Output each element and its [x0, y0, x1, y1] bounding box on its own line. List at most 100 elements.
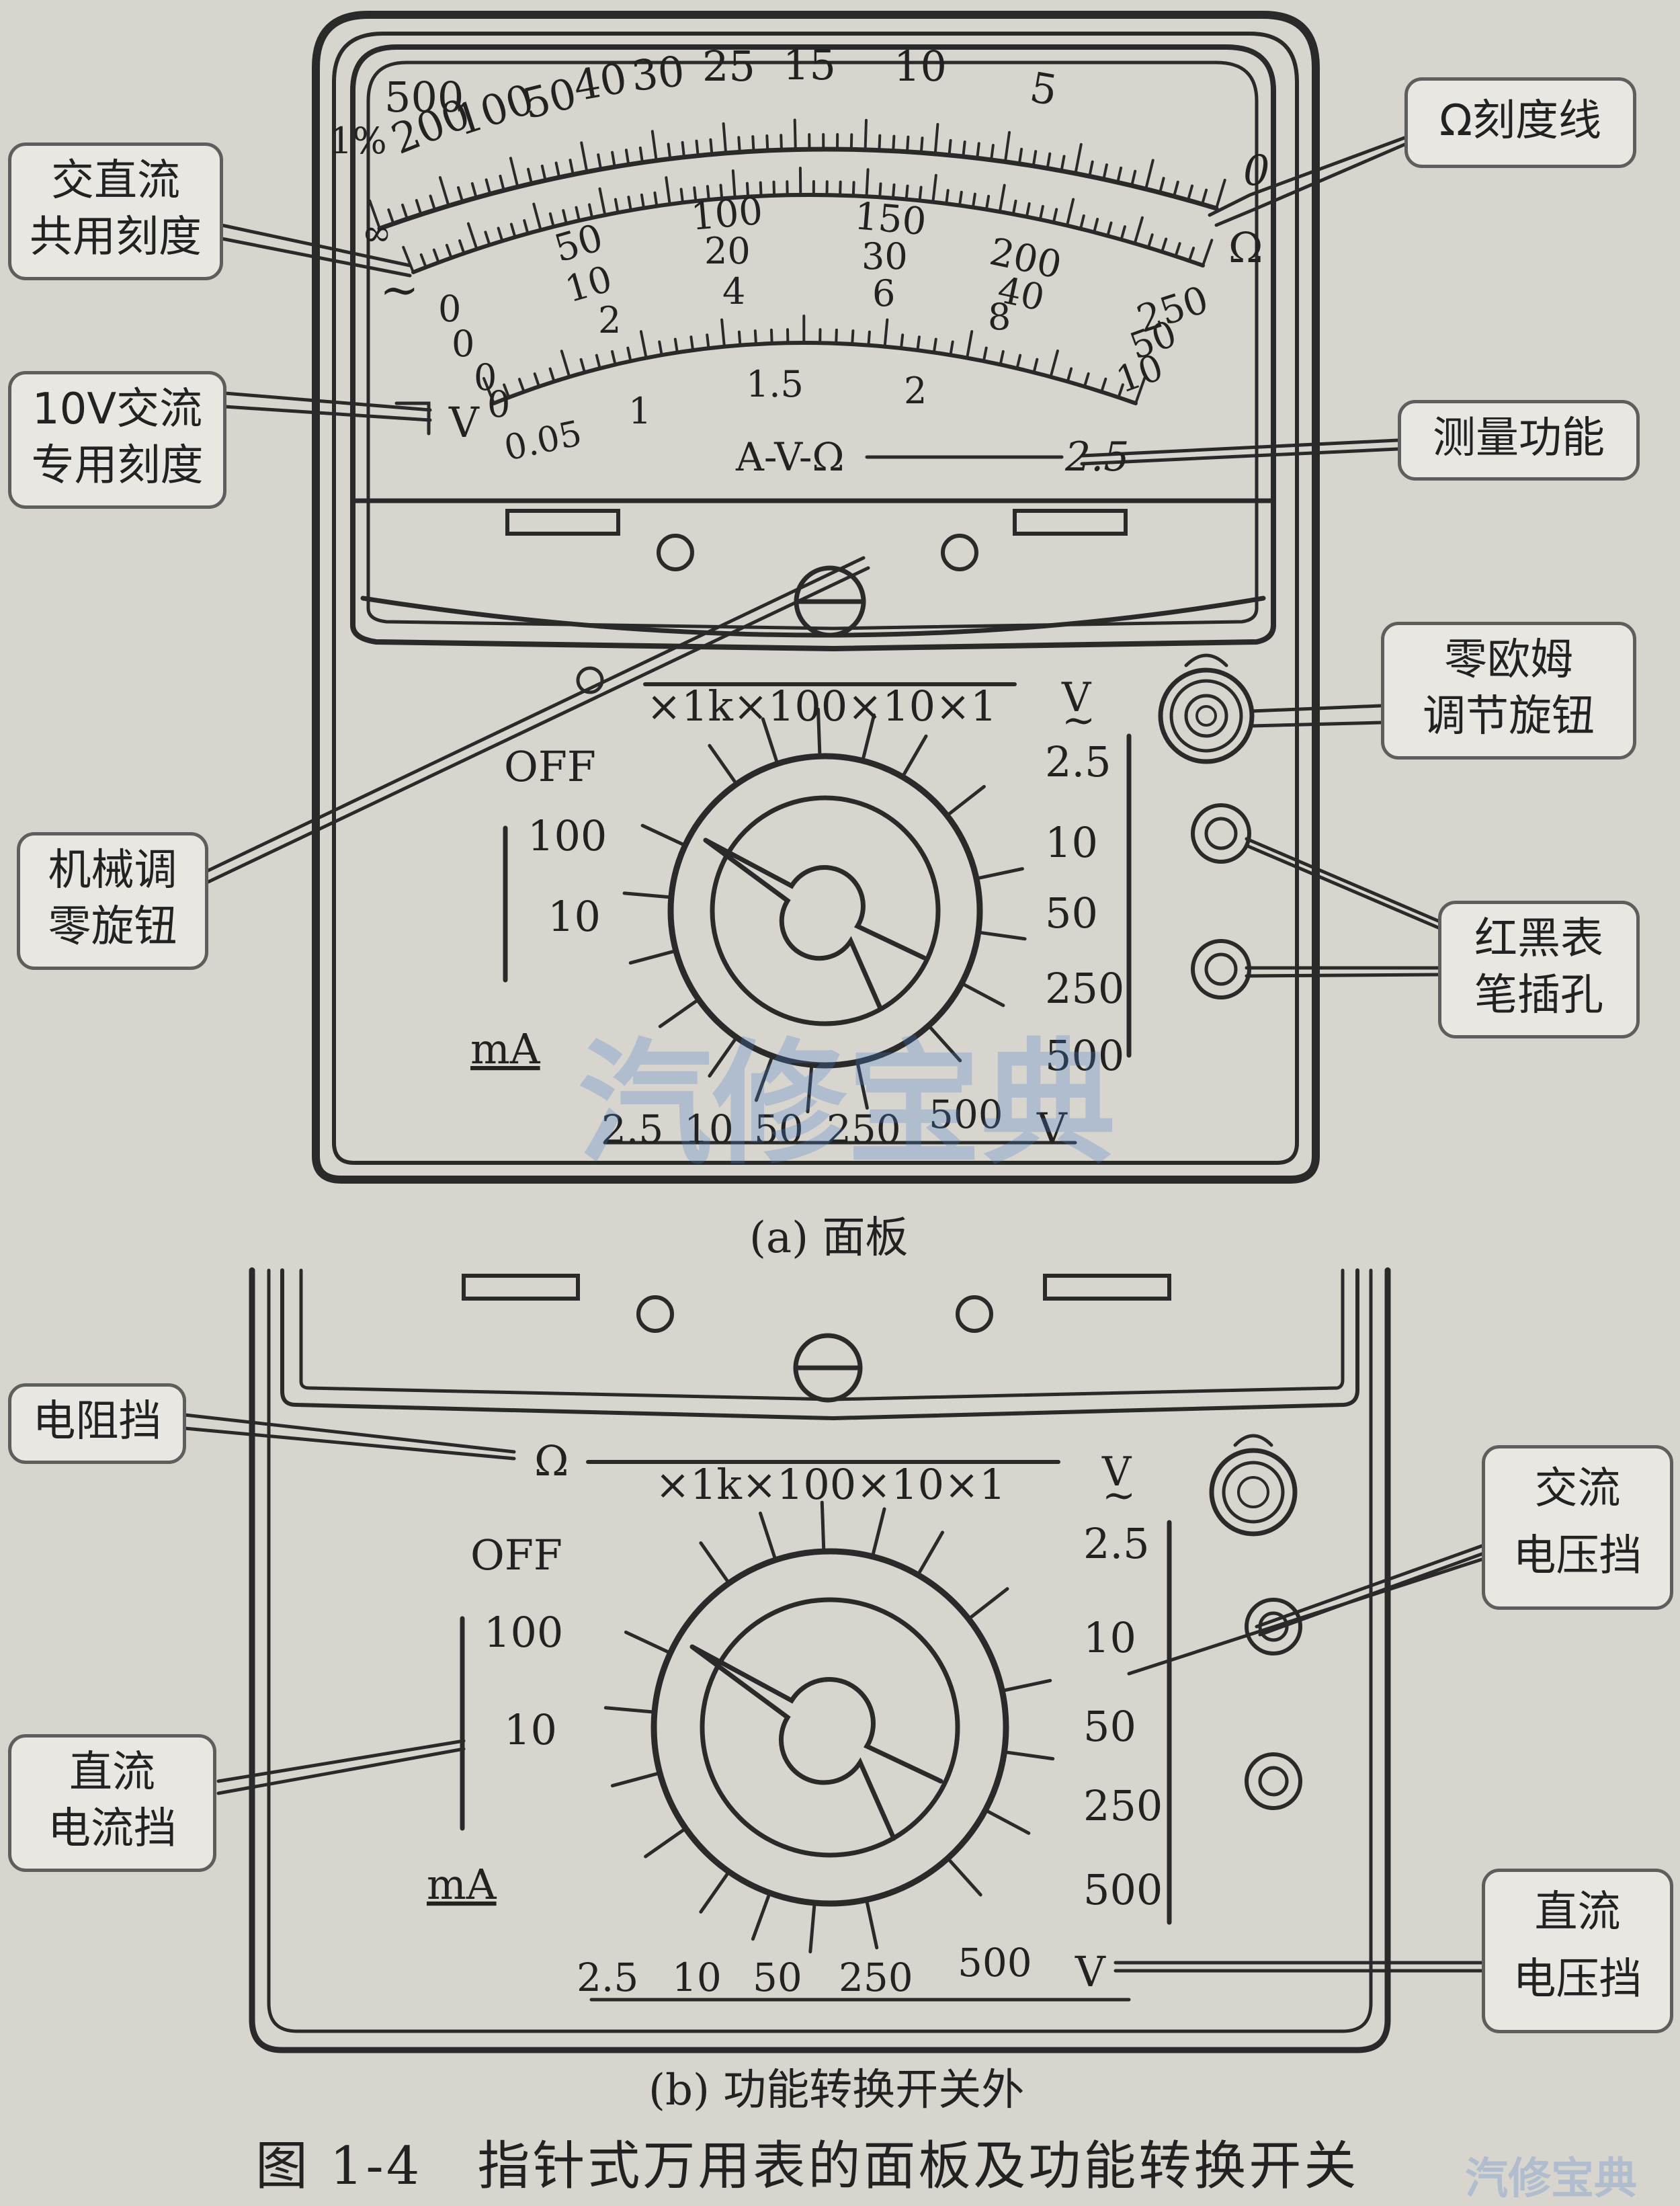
common-tick-label: 30 [862, 235, 908, 278]
leader-lines [183, 136, 1484, 1973]
dcv-range-label-b: 250 [839, 1955, 913, 2000]
annotation-text: 笔插孔 [1474, 971, 1603, 1020]
annotation-text: 交直流 [51, 156, 180, 206]
annotation-text: 零欧姆 [1444, 635, 1573, 685]
common-tick-label: 4 [722, 270, 745, 313]
probe-jack-red[interactable] [1191, 803, 1251, 864]
annotation-text: 测量功能 [1433, 413, 1605, 463]
probe-jack-black[interactable] [1191, 939, 1251, 999]
annotation-zero-ohm-knob: 零欧姆 调节旋钮 [1381, 622, 1636, 760]
caption-panel-b: (b) 功能转换开关外 [648, 2066, 1025, 2115]
dcv-range-label: 50 [754, 1106, 804, 1152]
dcv-range-label: 250 [827, 1106, 901, 1152]
acv-range-label-b: 10 [1083, 1613, 1136, 1662]
acv-range-label: 500 [1045, 1031, 1124, 1080]
common-tick-label: 2 [598, 299, 621, 341]
dcv-range-label-b: 500 [958, 1940, 1032, 1986]
ohm-tick-label: 0 [1243, 146, 1269, 195]
ohm-tick-label: 10 [894, 42, 947, 91]
dcv-unit-label-b: V [1075, 1947, 1106, 1996]
acv-range-label-b: 50 [1083, 1702, 1136, 1751]
acv-range-label: 50 [1045, 889, 1098, 938]
zero-label: 0 [438, 288, 461, 330]
ohm-tick-label: 30 [629, 46, 687, 101]
ma-range-label: 100 [528, 811, 607, 860]
annotation-dc-voltage-range: 直流 电压挡 [1482, 1869, 1673, 2033]
acv-range-label-b: 250 [1083, 1781, 1163, 1830]
annotation-text: 电压挡 [1513, 1955, 1642, 2004]
ohm-scale-arc [368, 118, 1226, 231]
range-label: 2.5 [1064, 434, 1129, 481]
ac10v-tick-label: 2 [904, 370, 927, 412]
annotation-text: 机械调 [48, 846, 177, 895]
watermark-main: 汽修宝典 [578, 1026, 1116, 1183]
acv-tilde: ~ [1062, 697, 1095, 744]
range-dial-a[interactable] [622, 707, 1027, 1114]
ac10v-tick-label: 1.5 [746, 363, 804, 405]
ac10v-extra-label: 0.05 [501, 413, 585, 469]
zero-label: 0 [474, 356, 497, 399]
ohm-tick-label: 25 [702, 42, 755, 91]
annotation-text: 直流 [69, 1748, 155, 1797]
acv-range-label-b: 500 [1083, 1865, 1163, 1914]
ma-range-label-b: 10 [504, 1705, 557, 1754]
off-label-b: OFF [470, 1530, 562, 1580]
acv-range-label: 2.5 [1045, 737, 1111, 786]
common-tick-label: 8 [988, 296, 1011, 338]
zero-ohm-knob-icon[interactable] [1158, 653, 1255, 764]
annotation-text: 调节旋钮 [1423, 692, 1595, 741]
dcv-range-label-b: 50 [753, 1955, 802, 2000]
ohm-tick-label: 40 [570, 53, 630, 111]
annotation-text: 电阻挡 [32, 1397, 162, 1446]
ac10v-tick-label: 1 [628, 390, 651, 432]
ohm-tick-label: 500 [384, 73, 464, 122]
ohm-symbol: Ω [1228, 223, 1263, 272]
annotation-ac-dc-common-scale: 交直流 共用刻度 [8, 142, 223, 280]
annotation-measure-function: 测量功能 [1398, 400, 1640, 481]
annotation-ac-voltage-range: 交流 电压挡 [1482, 1445, 1673, 1610]
dcv-range-label: 2.5 [601, 1106, 663, 1152]
ohm-symbol-b: Ω [534, 1436, 569, 1485]
annotation-text: 电流挡 [48, 1804, 177, 1854]
function-label: A-V-Ω [735, 434, 845, 480]
dcv-unit-label: V [1036, 1104, 1068, 1153]
acv-unit-label: V [1061, 674, 1092, 721]
range-dial-b[interactable] [603, 1500, 1055, 1954]
acv-range-label: 250 [1045, 964, 1124, 1013]
ohm-ranges-label: ×1k×100×10×1 [646, 682, 997, 731]
annotation-text: 电压挡 [1513, 1531, 1642, 1581]
watermark-footer: 汽修宝典 [1465, 2154, 1637, 2204]
acv-tilde-b: ~ [1102, 1472, 1136, 1519]
ac10v-unit-label: V [448, 398, 480, 447]
annotation-text: 红黑表 [1474, 914, 1603, 964]
dcv-range-label: 500 [929, 1092, 1003, 1137]
ma-unit-label-b: mA [427, 1860, 497, 1909]
zero-label: 0 [452, 323, 474, 365]
ohm-tick-label: 15 [783, 40, 836, 89]
figure-caption: 图 1-4 指针式万用表的面板及功能转换开关 [255, 2136, 1359, 2197]
dcv-range-label-b: 2.5 [577, 1955, 638, 2000]
annotation-dc-current-range: 直流 电流挡 [8, 1734, 216, 1872]
common-tick-label: 150 [853, 194, 928, 244]
off-label: OFF [504, 742, 596, 791]
common-tick-label: 6 [872, 272, 895, 315]
annotation-text: 专用刻度 [31, 441, 204, 491]
ma-range-label: 10 [548, 892, 601, 941]
panel-b-body [249, 1267, 1391, 2053]
common-scale-arc [402, 167, 1214, 274]
ac-tilde-symbol: ~ [380, 262, 419, 317]
zero-ohm-knob-b-icon[interactable] [1209, 1434, 1298, 1537]
annotation-text: 10V交流 [32, 384, 203, 434]
ohm-ranges-label-b: ×1k×100×10×1 [655, 1460, 1006, 1509]
mech-zero-knob-icon[interactable] [794, 565, 866, 638]
dcv-range-label: 10 [684, 1106, 734, 1152]
annotation-resistance-range: 电阻挡 [8, 1383, 186, 1464]
acv-range-label: 10 [1045, 818, 1098, 867]
ma-unit-label: mA [470, 1024, 541, 1073]
annotation-probe-jacks: 红黑表 笔插孔 [1438, 901, 1640, 1038]
acv-unit-label-b: V [1101, 1448, 1132, 1496]
common-tick-label: 20 [704, 230, 751, 272]
dcv-range-label-b: 10 [672, 1955, 722, 2000]
